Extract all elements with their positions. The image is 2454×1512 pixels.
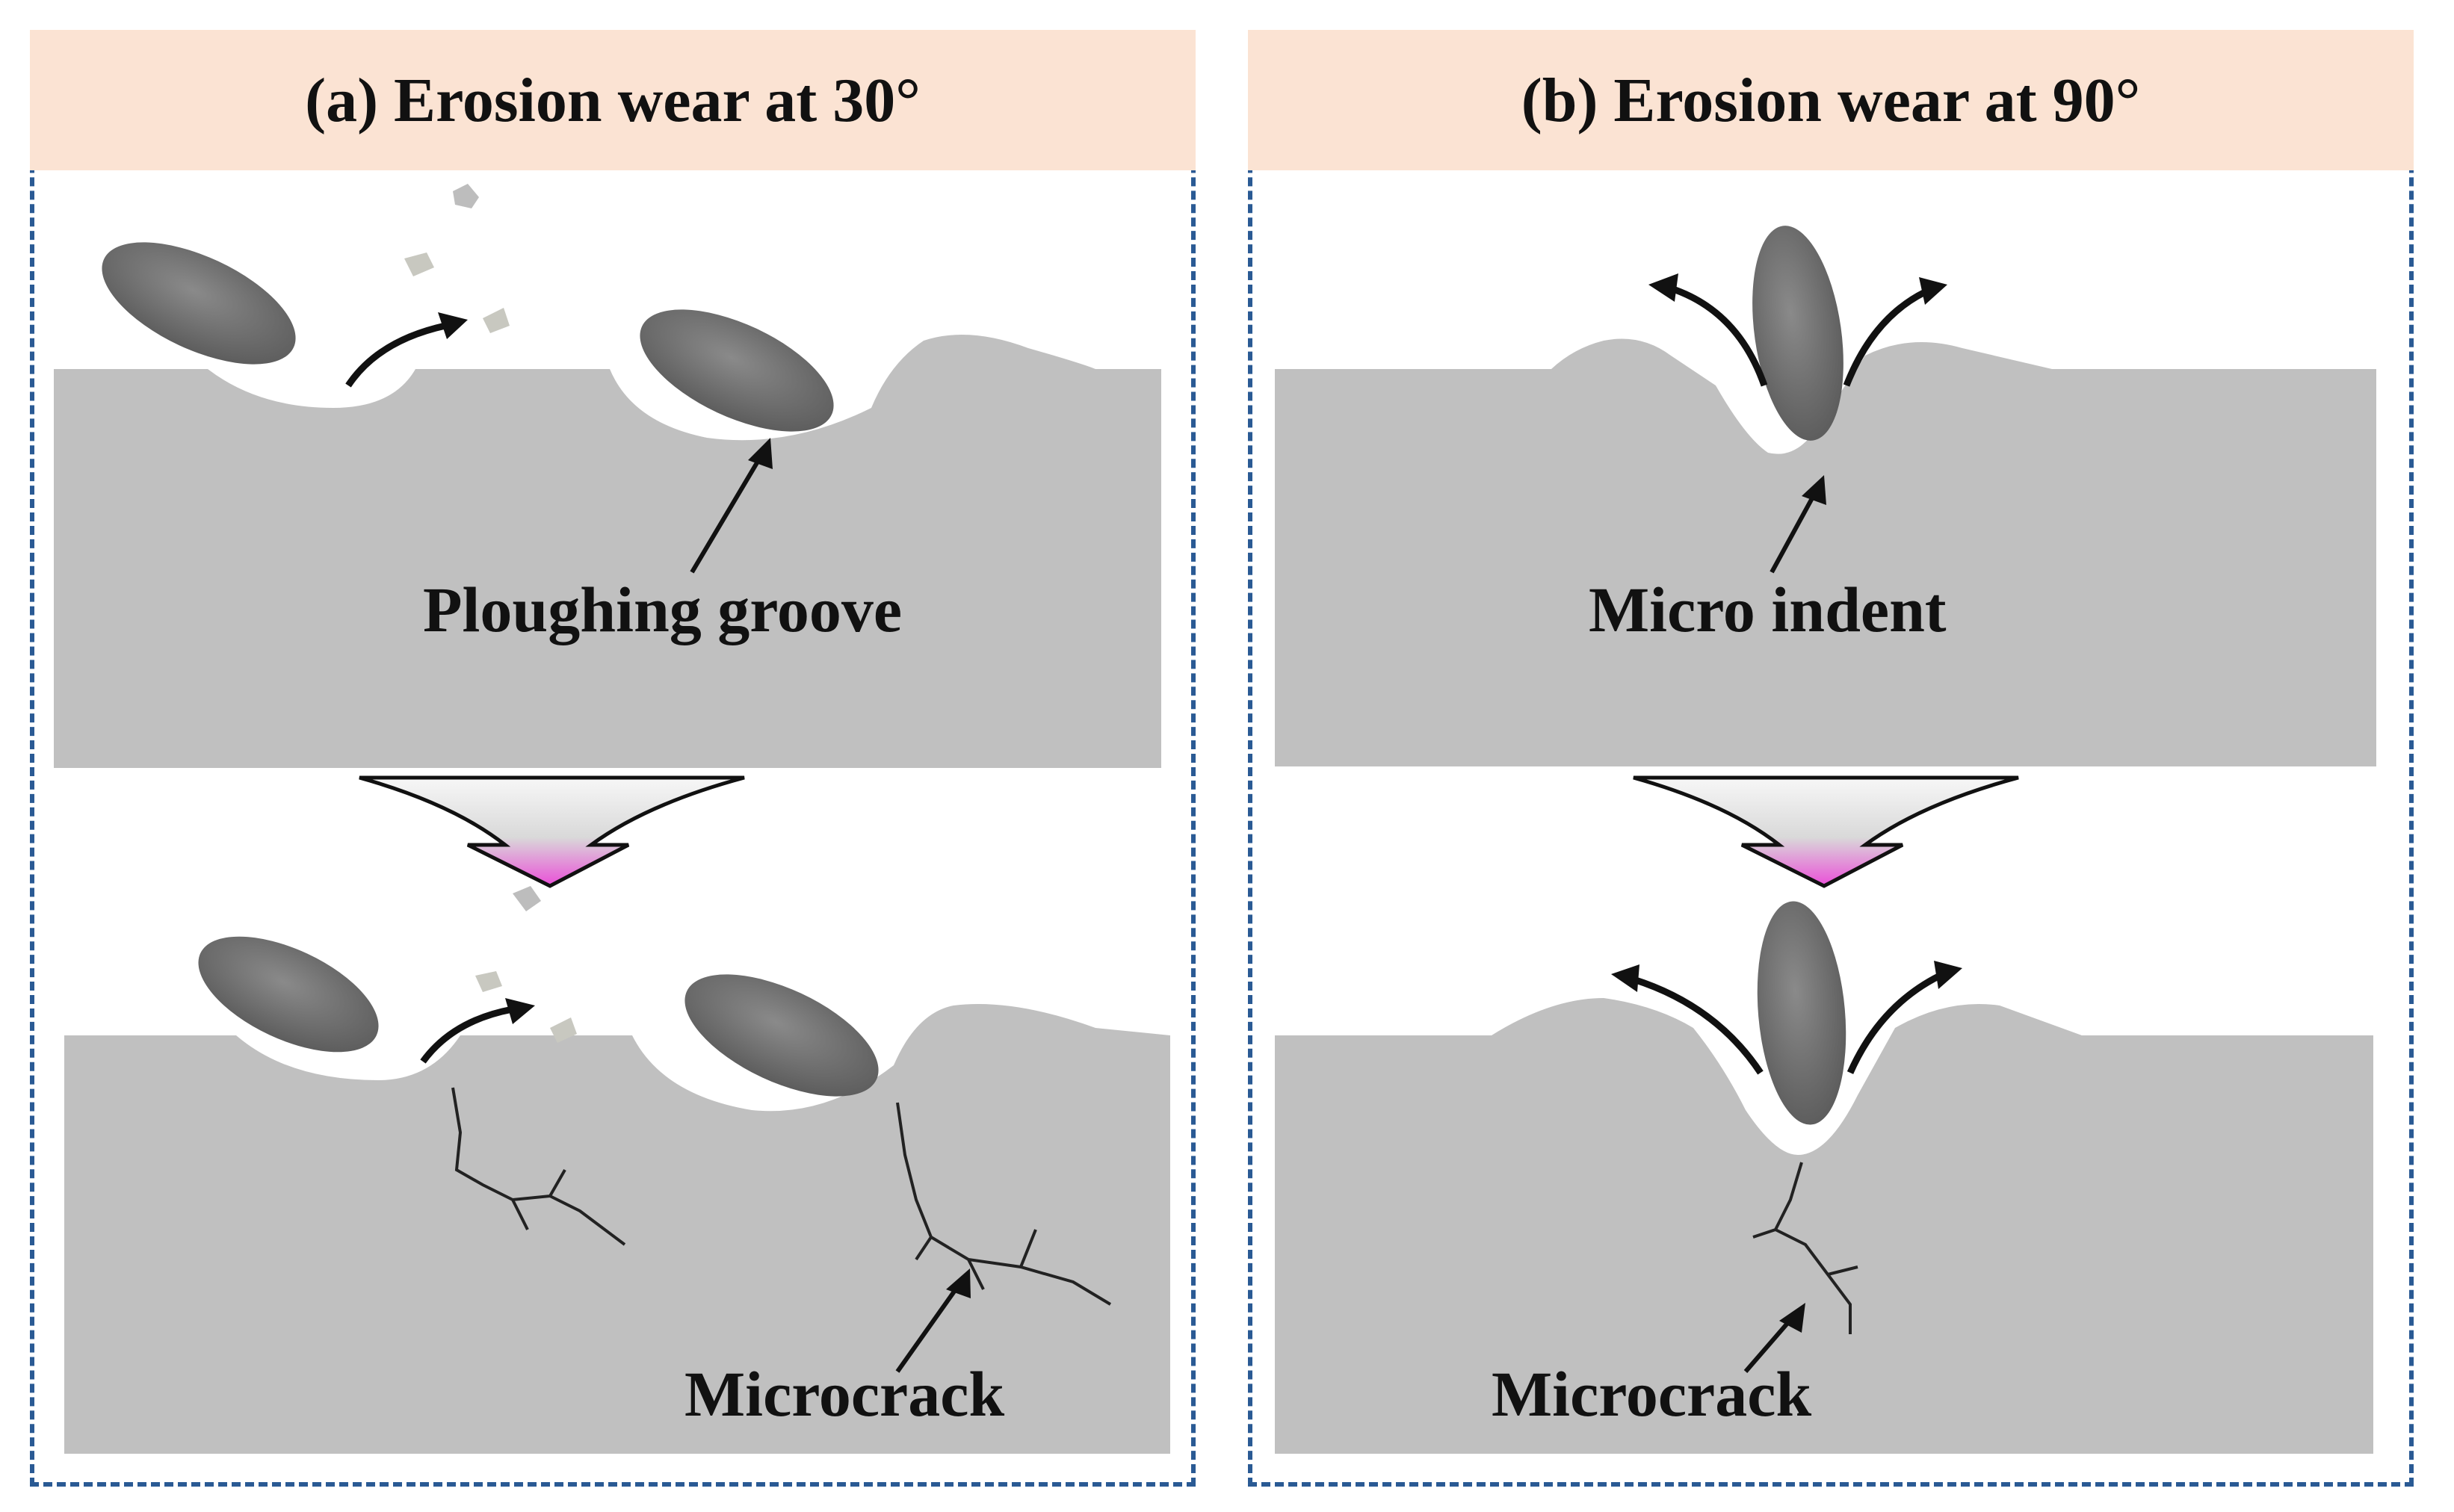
particle — [1757, 901, 1846, 1125]
arrowhead — [438, 312, 468, 339]
groove-pointer-arrow — [690, 451, 765, 574]
panel-a-title: (a) Erosion wear at 30° — [30, 30, 1196, 170]
arrowhead — [1919, 277, 1947, 305]
micro-indent-label: Micro indent — [1589, 574, 1947, 645]
arrowhead — [946, 1268, 971, 1298]
transition-arrow — [1633, 775, 2019, 888]
arrowhead — [1802, 475, 1826, 505]
microcrack — [1752, 1162, 1858, 1334]
substrate-bottom — [64, 1004, 1170, 1454]
arrowhead — [1611, 964, 1639, 992]
particle — [1752, 226, 1843, 441]
substrate-top — [54, 335, 1161, 768]
debris — [483, 308, 510, 333]
ploughing-groove-label: Ploughing groove — [423, 574, 903, 645]
particle — [198, 936, 379, 1053]
transition-arrow — [359, 775, 745, 888]
arrowhead — [1779, 1303, 1805, 1333]
ejection-arrow — [1843, 288, 1927, 387]
ejection-arrow — [345, 322, 446, 388]
ejection-arrow — [1846, 972, 1942, 1074]
particle — [640, 309, 834, 432]
microcrack — [451, 1087, 626, 1246]
microcrack-label-a: Microcrack — [684, 1358, 1005, 1430]
microcrack-pointer-arrow — [1743, 1314, 1796, 1373]
arrowhead — [748, 438, 773, 469]
panel-b-illustration — [1275, 226, 2376, 1454]
debris — [453, 184, 479, 208]
debris — [475, 971, 502, 992]
ejection-arrow — [1632, 976, 1764, 1075]
indent-pointer-arrow — [1770, 489, 1819, 574]
arrowhead — [1648, 273, 1678, 302]
arrowhead — [505, 998, 535, 1024]
debris — [550, 1017, 577, 1043]
panel-erosion-30: (a) Erosion wear at 30° — [30, 30, 1196, 1487]
ejection-arrow — [1669, 285, 1768, 387]
ejection-arrow — [420, 1006, 513, 1064]
arrowhead — [1934, 961, 1962, 989]
microcrack — [896, 1102, 1112, 1306]
panel-b-title: (b) Erosion wear at 90° — [1248, 30, 2414, 170]
substrate-top — [1275, 338, 2376, 766]
debris — [404, 252, 434, 276]
debris — [513, 886, 541, 911]
panel-a-illustration — [54, 184, 1170, 1454]
substrate-bottom — [1275, 998, 2373, 1454]
particle — [684, 974, 879, 1097]
microcrack-pointer-arrow — [895, 1280, 963, 1373]
particle — [102, 242, 296, 365]
microcrack-label-b: Microcrack — [1492, 1358, 1812, 1430]
panel-erosion-90: (b) Erosion wear at 90° — [1248, 30, 2414, 1487]
